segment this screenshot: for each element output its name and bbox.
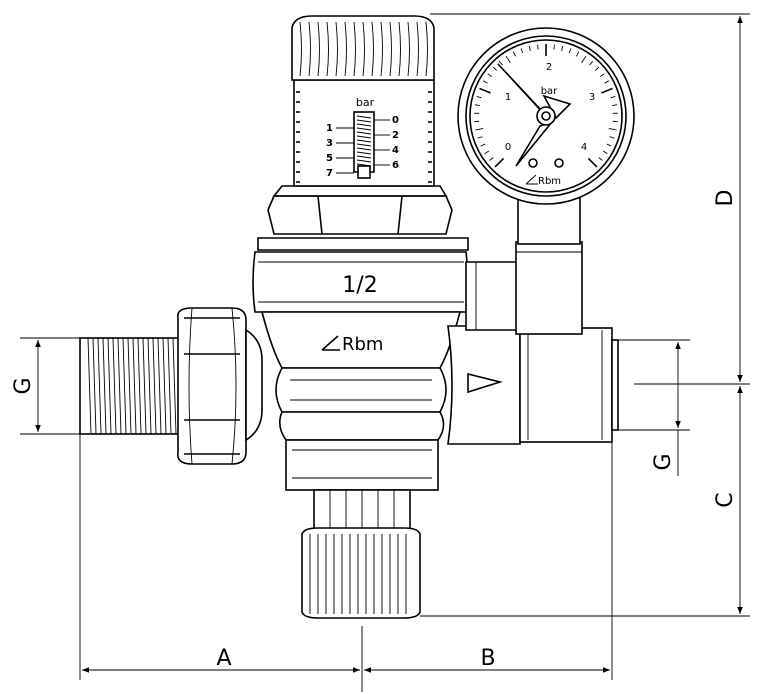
body-inlet-neck xyxy=(245,328,263,442)
scale-number: 5 xyxy=(326,153,333,164)
flow-direction-arrow xyxy=(467,372,503,394)
dimension-label-a: A xyxy=(216,646,231,671)
gauge-number: 1 xyxy=(505,92,511,103)
outlet-body xyxy=(447,325,619,445)
size-marking: 1/2 xyxy=(342,273,377,298)
dimension-label-c: C xyxy=(713,492,738,507)
brand-logo: Rbm xyxy=(321,334,383,355)
gauge-unit-label: bar xyxy=(541,86,558,97)
pressure-scale-housing xyxy=(293,79,435,187)
svg-text:Rbm: Rbm xyxy=(342,334,383,355)
bonnet-hex xyxy=(267,185,453,235)
bottom-drain-knob xyxy=(301,527,421,619)
dimension-label-g-right: G xyxy=(651,453,676,470)
union-nut xyxy=(176,307,247,465)
gauge-number: 4 xyxy=(581,142,587,153)
gauge-brand-logo: Rbm xyxy=(525,174,561,187)
gauge-number: 0 xyxy=(505,142,511,153)
scale-number: 6 xyxy=(392,160,399,171)
scale-number: 0 xyxy=(392,115,399,126)
regulator-body xyxy=(252,237,469,441)
dimension-label-b: B xyxy=(480,646,495,671)
scale-number: 1 xyxy=(326,123,333,134)
male-threaded-inlet xyxy=(79,337,182,435)
dimension-lines xyxy=(20,13,750,692)
gauge-number: 3 xyxy=(589,92,595,103)
scale-number: 4 xyxy=(392,145,399,156)
scale-unit-label: bar xyxy=(356,96,375,109)
dimension-label-g-left: G xyxy=(11,377,36,394)
scale-number: 2 xyxy=(392,130,399,141)
scale-number: 3 xyxy=(326,138,333,149)
dimension-label-d: D xyxy=(713,190,738,207)
pressure-gauge xyxy=(457,27,635,205)
scale-number: 7 xyxy=(326,168,333,179)
adjustment-knob xyxy=(291,15,435,81)
gauge-number: 2 xyxy=(546,62,552,73)
svg-text:Rbm: Rbm xyxy=(538,176,561,187)
bottom-plug xyxy=(285,439,439,531)
gauge-port xyxy=(465,197,583,335)
